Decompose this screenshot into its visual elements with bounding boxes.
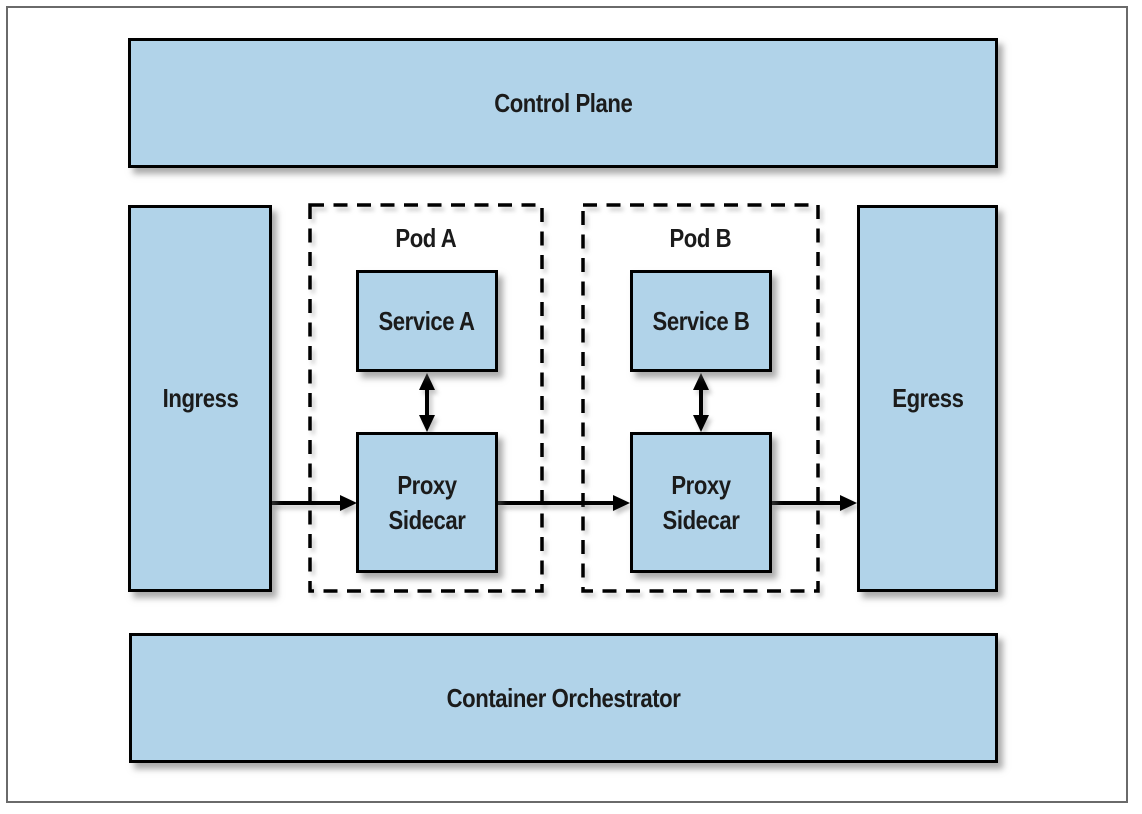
pod-b-caption-label: Pod B (669, 223, 732, 253)
node-service-b: Service B (630, 270, 772, 372)
pod-a-caption: Pod A (310, 221, 542, 255)
pod-b-caption: Pod B (583, 221, 818, 255)
node-service-a-label: Service A (378, 305, 476, 336)
node-ingress-label: Ingress (162, 383, 238, 414)
figure-border (6, 6, 1128, 803)
node-egress-label: Egress (891, 383, 964, 414)
node-proxy-sidecar-a: Proxy Sidecar (356, 432, 498, 573)
node-container-orchestrator: Container Orchestrator (129, 633, 998, 763)
node-proxy-sidecar-a-label: Proxy Sidecar (388, 470, 466, 535)
pod-a-caption-label: Pod A (395, 223, 457, 253)
node-ingress: Ingress (128, 205, 272, 592)
node-egress: Egress (857, 205, 998, 592)
node-control-plane: Control Plane (128, 38, 998, 168)
node-service-b-label: Service B (652, 305, 750, 336)
node-proxy-sidecar-b: Proxy Sidecar (630, 432, 772, 573)
node-proxy-sidecar-b-label: Proxy Sidecar (662, 470, 740, 535)
node-container-orchestrator-label: Container Orchestrator (446, 682, 681, 713)
node-control-plane-label: Control Plane (493, 87, 633, 118)
node-service-a: Service A (356, 270, 498, 372)
